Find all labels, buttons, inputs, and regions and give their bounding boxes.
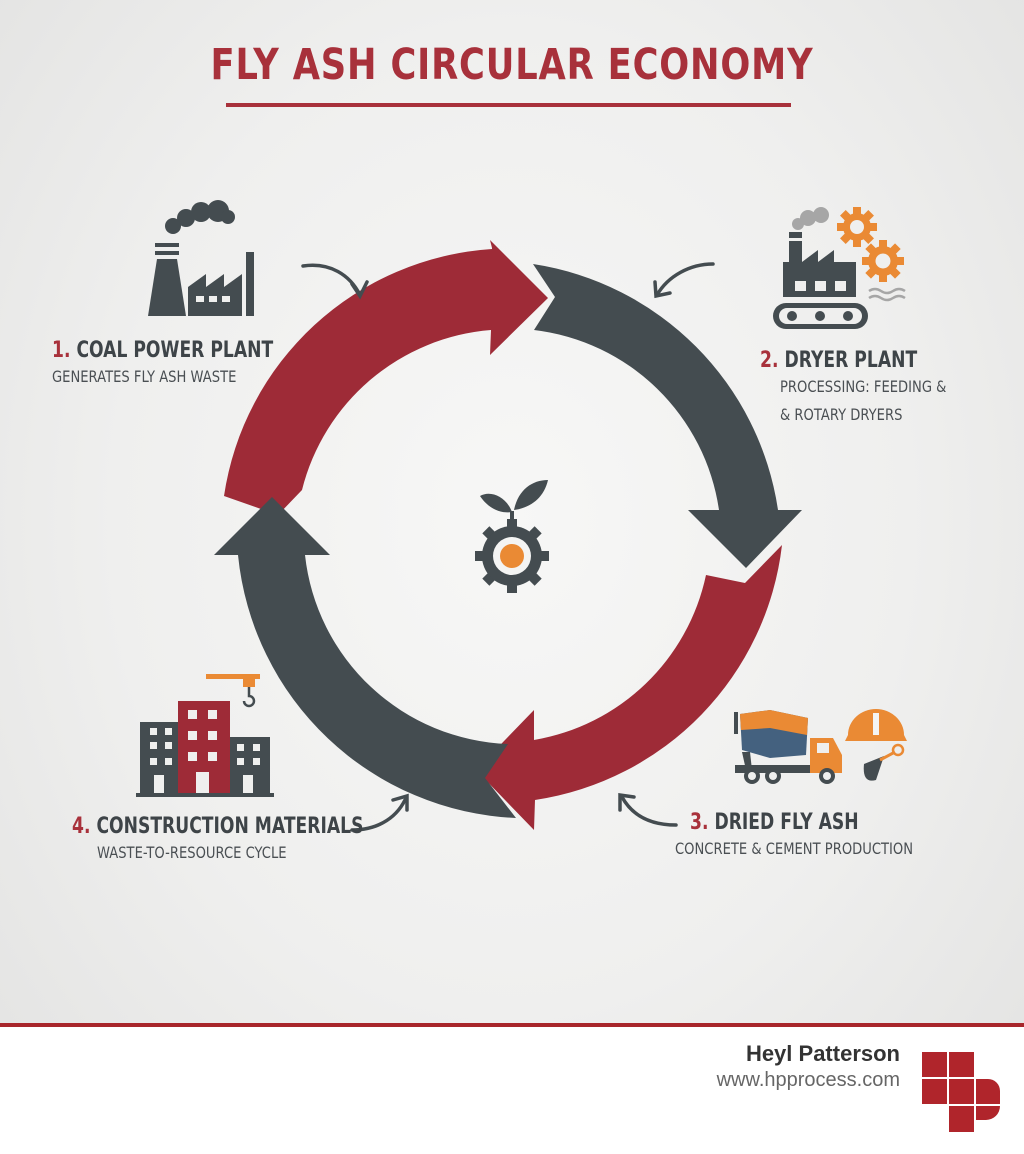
step-4-title: CONSTRUCTION MATERIALS bbox=[96, 814, 364, 839]
title-underline bbox=[226, 103, 791, 107]
step-1-desc: GENERATES FLY ASH WASTE bbox=[52, 367, 237, 386]
gear-with-leaves-icon bbox=[475, 480, 549, 593]
step-3-title: DRIED FLY ASH bbox=[714, 810, 859, 835]
pointer-arrow-step-2 bbox=[655, 262, 715, 297]
step-4-desc: WASTE-TO-RESOURCE CYCLE bbox=[97, 843, 287, 862]
trowel-icon bbox=[863, 756, 884, 781]
step-2-desc-line-1: PROCESSING: FEEDING & bbox=[780, 377, 947, 396]
power-plant-icon bbox=[148, 200, 254, 316]
pointer-arrow-step-3 bbox=[620, 795, 678, 827]
cycle-arrow-top-right bbox=[533, 264, 802, 568]
brand-url[interactable]: www.hpprocess.com bbox=[716, 1069, 900, 1091]
step-2-desc-line-2: & ROTARY DRYERS bbox=[780, 405, 903, 424]
cycle-arrow-bottom-left bbox=[214, 497, 516, 818]
cement-truck-hardhat-trowel-icon bbox=[734, 709, 907, 784]
step-2-title: DRYER PLANT bbox=[784, 348, 918, 373]
step-2-number: 2. bbox=[760, 348, 779, 373]
pointer-arrow-step-1 bbox=[301, 263, 362, 297]
brand-block: Heyl Patterson www.hpprocess.com bbox=[717, 1040, 900, 1092]
cycle-diagram bbox=[136, 200, 907, 832]
footer bbox=[0, 1027, 1024, 1154]
step-3-number: 3. bbox=[690, 810, 709, 835]
page-title: FLY ASH CIRCULAR ECONOMY bbox=[210, 40, 814, 90]
pointer-arrows bbox=[301, 262, 715, 832]
step-2-label: 2. DRYER PLANT PROCESSING: FEEDING & & R… bbox=[760, 348, 983, 429]
step-1-title: COAL POWER PLANT bbox=[76, 338, 274, 363]
cycle-arrow-top-left bbox=[224, 240, 548, 515]
step-3-label: 3. DRIED FLY ASH CONCRETE & CEMENT PRODU… bbox=[675, 810, 965, 863]
step-3-desc: CONCRETE & CEMENT PRODUCTION bbox=[675, 839, 914, 858]
pointer-arrow-step-4 bbox=[350, 798, 407, 832]
footer-divider bbox=[0, 1023, 1024, 1027]
cycle-arrow-bottom-right bbox=[476, 545, 782, 830]
step-1-number: 1. bbox=[52, 338, 71, 363]
buildings-crane-icon bbox=[136, 674, 274, 797]
step-4-number: 4. bbox=[72, 814, 91, 839]
heyl-patterson-logo-icon bbox=[922, 1052, 1000, 1132]
wave-lines-icon bbox=[868, 287, 906, 302]
step-4-label: 4. CONSTRUCTION MATERIALS WASTE-TO-RESOU… bbox=[72, 814, 446, 867]
step-1-label: 1. COAL POWER PLANT GENERATES FLY ASH WA… bbox=[52, 338, 336, 391]
brand-name: Heyl Patterson bbox=[745, 1041, 900, 1066]
factory-gears-conveyor-icon bbox=[773, 207, 906, 329]
